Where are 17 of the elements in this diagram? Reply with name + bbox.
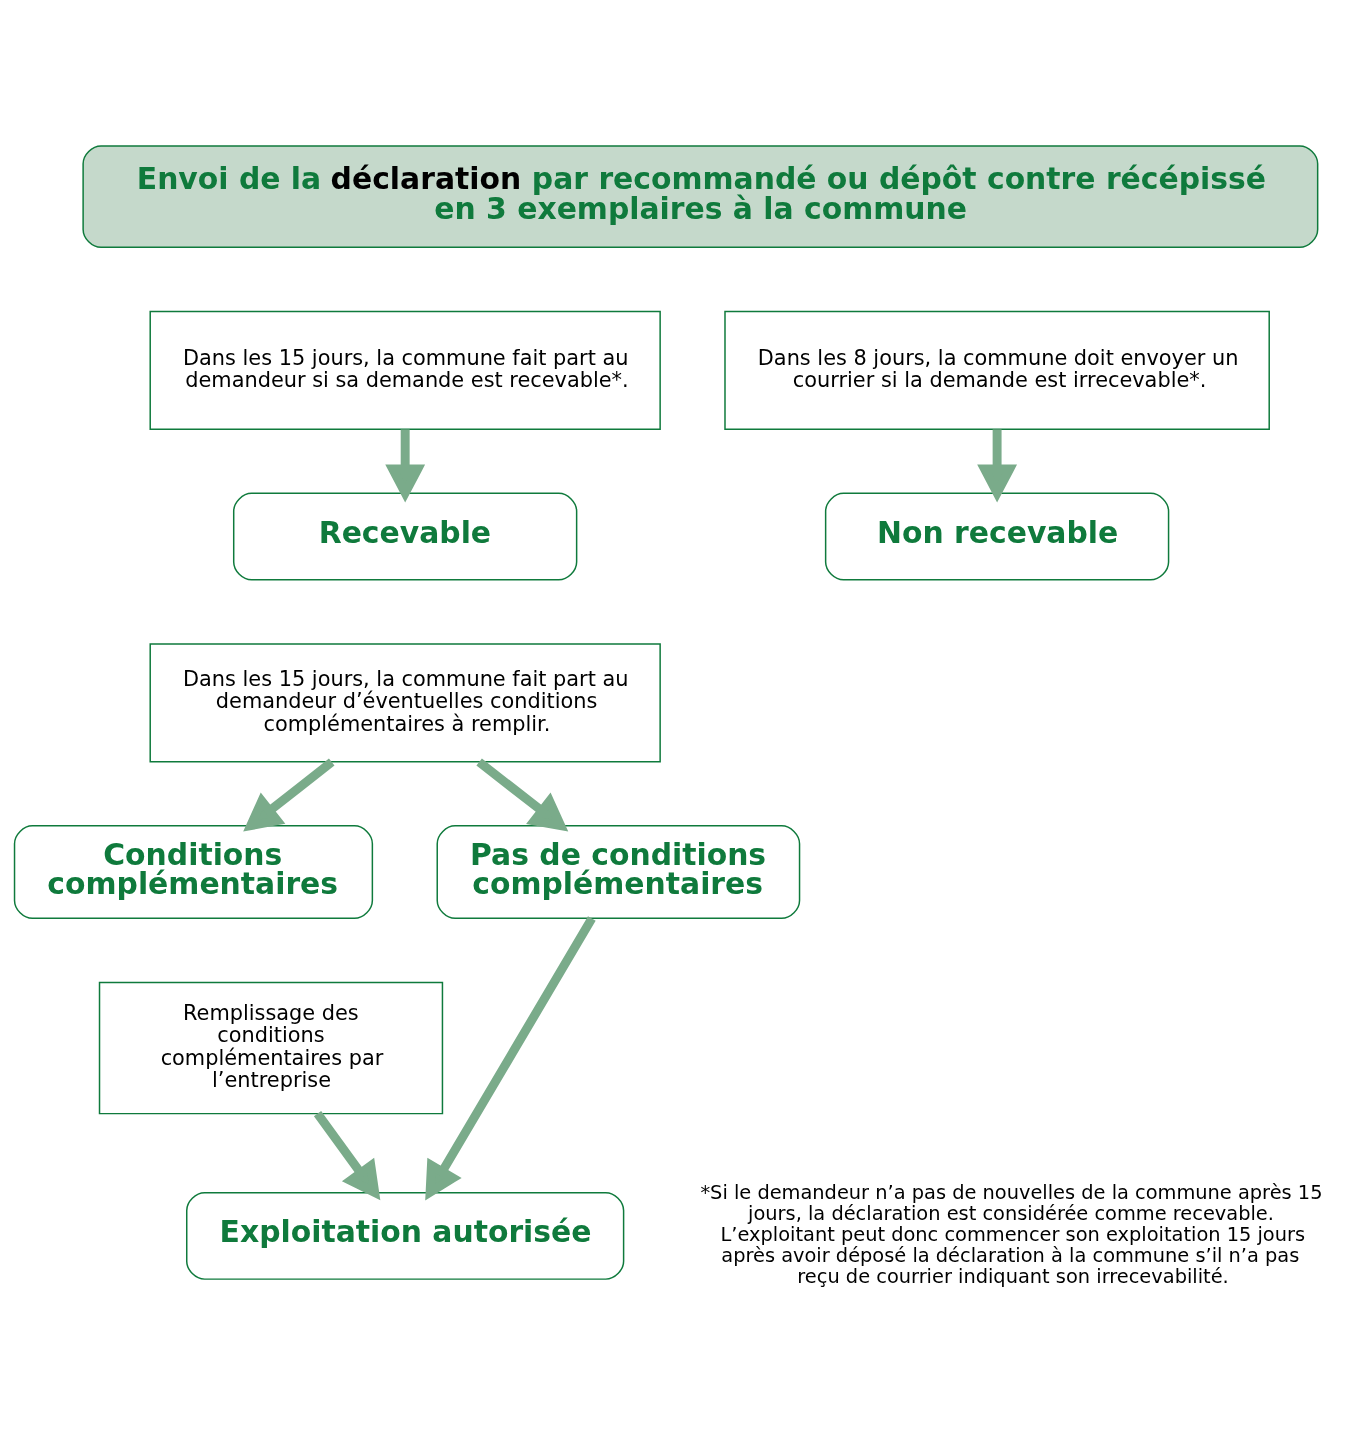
arrow <box>385 429 426 503</box>
node-box: Recevable <box>232 492 578 581</box>
arrow <box>243 758 335 832</box>
node-box: Dans les 15 jours, la commune fait part au demandeur si sa demande est recevable*. <box>149 310 661 430</box>
node-box: Pas de conditions complémentaires <box>436 825 801 920</box>
node-box: Envoi de la déclaration par recommandé ou dépôt contre récépissé en 3 exemplaires à la commune <box>82 145 1319 249</box>
arrow <box>476 758 569 832</box>
arrow <box>425 916 596 1201</box>
node-box: Non recevable <box>824 492 1170 581</box>
node-box: Dans les 8 jours, la commune doit envoyer un courrier si la demande est irrecevable*. <box>724 310 1270 430</box>
node-box: Remplissage des conditions complémentaires par l’entreprise <box>98 981 444 1115</box>
node-box: Dans les 15 jours, la commune fait part au demandeur d’éventuelles conditions complémentaires à remplir. <box>149 643 661 763</box>
arrow <box>313 1111 381 1201</box>
arrow <box>977 429 1018 503</box>
node-box: Exploitation autorisée <box>186 1191 625 1280</box>
label: *Si le demandeur n’a pas de nouvelles de la commune après 15 jours, la déclaration est considérée comme recevable. L’exploitant peut donc commencer son exploitation 15 jours après avoir déposé la déclaration à la commune s’il n’a pas reçu de courrier indiquant son irrecevabilité. <box>700 1181 1323 1288</box>
node-box: Conditions complémentaires <box>13 825 374 920</box>
